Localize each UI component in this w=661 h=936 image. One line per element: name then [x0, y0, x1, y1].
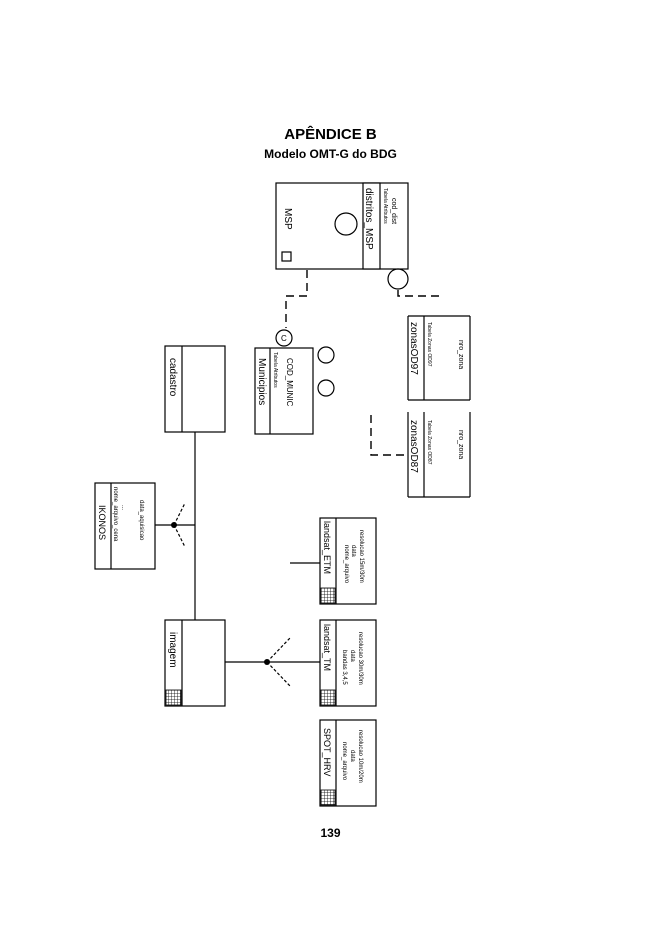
- class-landsat-tm-attr-2: resolucao 30m/30m: [357, 632, 363, 685]
- class-ikonos-attr-1: ...: [120, 505, 126, 510]
- class-landsat-etm-attr-2: resolucao 15m/30m: [358, 530, 364, 583]
- class-cadastro: cadastro: [164, 345, 226, 433]
- class-municipios-stereo: Tabela Atributos: [272, 352, 278, 388]
- class-ikonos-attr-0: nome_arquivo_cena: [112, 487, 118, 542]
- raster-icon: [165, 689, 182, 706]
- class-landsat-etm-attr-1: data: [350, 545, 356, 557]
- class-msp-name: MSP: [282, 208, 293, 230]
- class-spot-hrv-attr-2: resolucao 10m/20m: [357, 730, 363, 783]
- class-ikonos: IKONOS nome_arquivo_cena ... data_aquisi…: [94, 482, 156, 570]
- class-ikonos-name: IKONOS: [97, 505, 107, 540]
- class-zonas-a-attr: nro_zona: [457, 340, 464, 369]
- class-imagem-name: imagem: [167, 632, 178, 668]
- class-landsat-tm-name: landsat_TM: [322, 624, 332, 671]
- class-landsat-etm-attr-0: nome_arquivo: [343, 545, 349, 584]
- class-landsat-etm-name: landsat_ETM: [322, 521, 332, 574]
- class-landsat-tm-attr-0: bandas 3,4,5: [341, 650, 347, 685]
- class-distritos-name: distritos_MSP: [363, 188, 374, 250]
- polygon-icon: [281, 251, 292, 262]
- class-zonas-a-name: zonasOD97: [408, 322, 419, 375]
- class-municipios-name: Municipios: [256, 358, 267, 405]
- class-zonas-b: zonasOD87 Tabela Zonas OD87 nro_zona: [407, 412, 471, 498]
- class-spot-hrv: SPOT_HRV nome_arquivo data resolucao 10m…: [319, 719, 377, 807]
- class-ikonos-attr-2: data_aquisicao: [138, 500, 144, 541]
- class-spot-hrv-attr-1: data: [349, 750, 355, 762]
- class-cadastro-name: cadastro: [167, 358, 178, 397]
- class-distritos: distritos_MSP Tabela Atributos cod_dist: [362, 182, 409, 290]
- class-spot-hrv-attr-0: nome_arquivo: [341, 742, 347, 781]
- class-zonas-b-attr: nro_zona: [457, 430, 464, 459]
- class-zonas-a: zonasOD97 Tabela Zonas OD97 nro_zona: [407, 315, 471, 401]
- page-number: 139: [320, 826, 341, 840]
- class-municipios-attr: COD_MUNIC: [285, 358, 294, 407]
- class-landsat-etm: landsat_ETM nome_arquivo data resolucao …: [319, 517, 377, 605]
- class-distritos-attr: cod_dist: [390, 198, 397, 224]
- class-landsat-tm: landsat_TM bandas 3,4,5 data resolucao 3…: [319, 619, 377, 707]
- class-landsat-tm-attr-1: data: [349, 650, 355, 662]
- class-zonas-a-stereo: Tabela Zonas OD97: [426, 322, 432, 367]
- page-subtitle: Modelo OMT-G do BDG: [264, 147, 397, 161]
- class-zonas-b-name: zonasOD87: [408, 420, 419, 473]
- class-spot-hrv-name: SPOT_HRV: [322, 728, 332, 776]
- class-municipios: Municipios Tabela Atributos COD_MUNIC C: [254, 329, 335, 435]
- class-zonas-b-stereo: Tabela Zonas OD87: [426, 420, 432, 465]
- class-distritos-stereo: Tabela Atributos: [382, 188, 388, 224]
- svg-text:C: C: [281, 334, 287, 343]
- page-title: APÊNDICE B: [284, 126, 377, 143]
- class-imagem: imagem: [164, 619, 226, 707]
